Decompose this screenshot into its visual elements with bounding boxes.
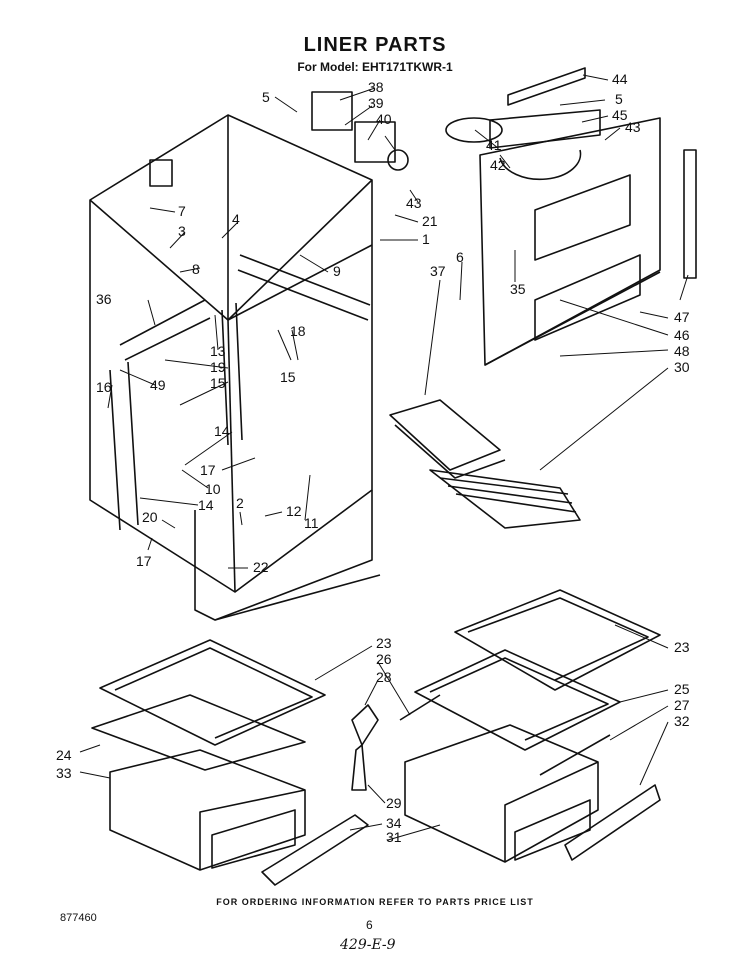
document-number: 877460 <box>60 912 97 924</box>
part-label: 15 <box>280 369 296 385</box>
part-label: 8 <box>192 261 200 277</box>
part-label: 3 <box>178 223 186 239</box>
page-title: LINER PARTS <box>303 34 447 56</box>
part-label: 44 <box>612 71 628 87</box>
part-label: 31 <box>386 829 402 845</box>
part-label: 22 <box>253 559 269 575</box>
part-label: 33 <box>56 765 72 781</box>
page-number: 6 <box>366 918 373 932</box>
part-label: 7 <box>178 203 186 219</box>
part-label: 25 <box>674 681 690 697</box>
part-label: 26 <box>376 651 392 667</box>
part-label: 39 <box>368 95 384 111</box>
part-label: 14 <box>198 497 214 513</box>
part-label: 38 <box>368 79 384 95</box>
part-label: 48 <box>674 343 690 359</box>
part-label: 27 <box>674 697 690 713</box>
liner-cabinet <box>89 114 381 621</box>
part-label: 42 <box>490 157 506 173</box>
part-label: 34 <box>386 815 402 831</box>
part-label: 43 <box>625 119 641 135</box>
part-label: 11 <box>304 515 319 531</box>
part-label: 5 <box>615 91 623 107</box>
part-label: 2 <box>236 495 244 511</box>
part-label: 12 <box>286 503 302 519</box>
model-subtitle: For Model: EHT171TKWR-1 <box>297 60 453 74</box>
part-label: 49 <box>150 377 166 393</box>
part-label: 9 <box>333 263 341 279</box>
part-label: 36 <box>96 291 112 307</box>
part-label: 17 <box>136 553 152 569</box>
part-label: 18 <box>290 323 306 339</box>
part-label: 20 <box>142 509 158 525</box>
part-label: 37 <box>430 263 446 279</box>
part-label: 1 <box>422 231 430 247</box>
part-label: 23 <box>674 639 690 655</box>
part-label: 47 <box>674 309 690 325</box>
part-label: 32 <box>674 713 690 729</box>
left-shelf-drawer <box>91 639 369 886</box>
part-label: 35 <box>510 281 526 297</box>
part-label: 6 <box>456 249 464 265</box>
leader-lines <box>79 74 689 841</box>
rear-panel-assembly <box>479 67 697 366</box>
part-label: 10 <box>205 481 221 497</box>
part-label: 41 <box>486 137 502 153</box>
part-label: 24 <box>56 747 72 763</box>
part-label: 29 <box>386 795 402 811</box>
part-label: 15 <box>210 375 226 391</box>
ordering-note: FOR ORDERING INFORMATION REFER TO PARTS … <box>216 897 534 907</box>
part-label: 40 <box>376 111 392 127</box>
handwritten-note: 429-E-9 <box>340 937 396 953</box>
part-label: 28 <box>376 669 392 685</box>
part-label: 13 <box>210 343 226 359</box>
part-label: 17 <box>200 462 216 478</box>
part-label: 45 <box>612 107 628 123</box>
part-label: 46 <box>674 327 690 343</box>
part-label: 23 <box>376 635 392 651</box>
fan-housing-parts <box>311 91 503 171</box>
part-label: 30 <box>674 359 690 375</box>
part-label: 19 <box>210 359 226 375</box>
part-label: 5 <box>262 89 270 105</box>
part-label: 43 <box>406 195 422 211</box>
part-label: 4 <box>232 211 240 227</box>
part-label: 16 <box>96 379 112 395</box>
ice-tray-and-rack <box>389 399 581 529</box>
part-label: 21 <box>422 213 438 229</box>
part-label: 14 <box>214 423 230 439</box>
